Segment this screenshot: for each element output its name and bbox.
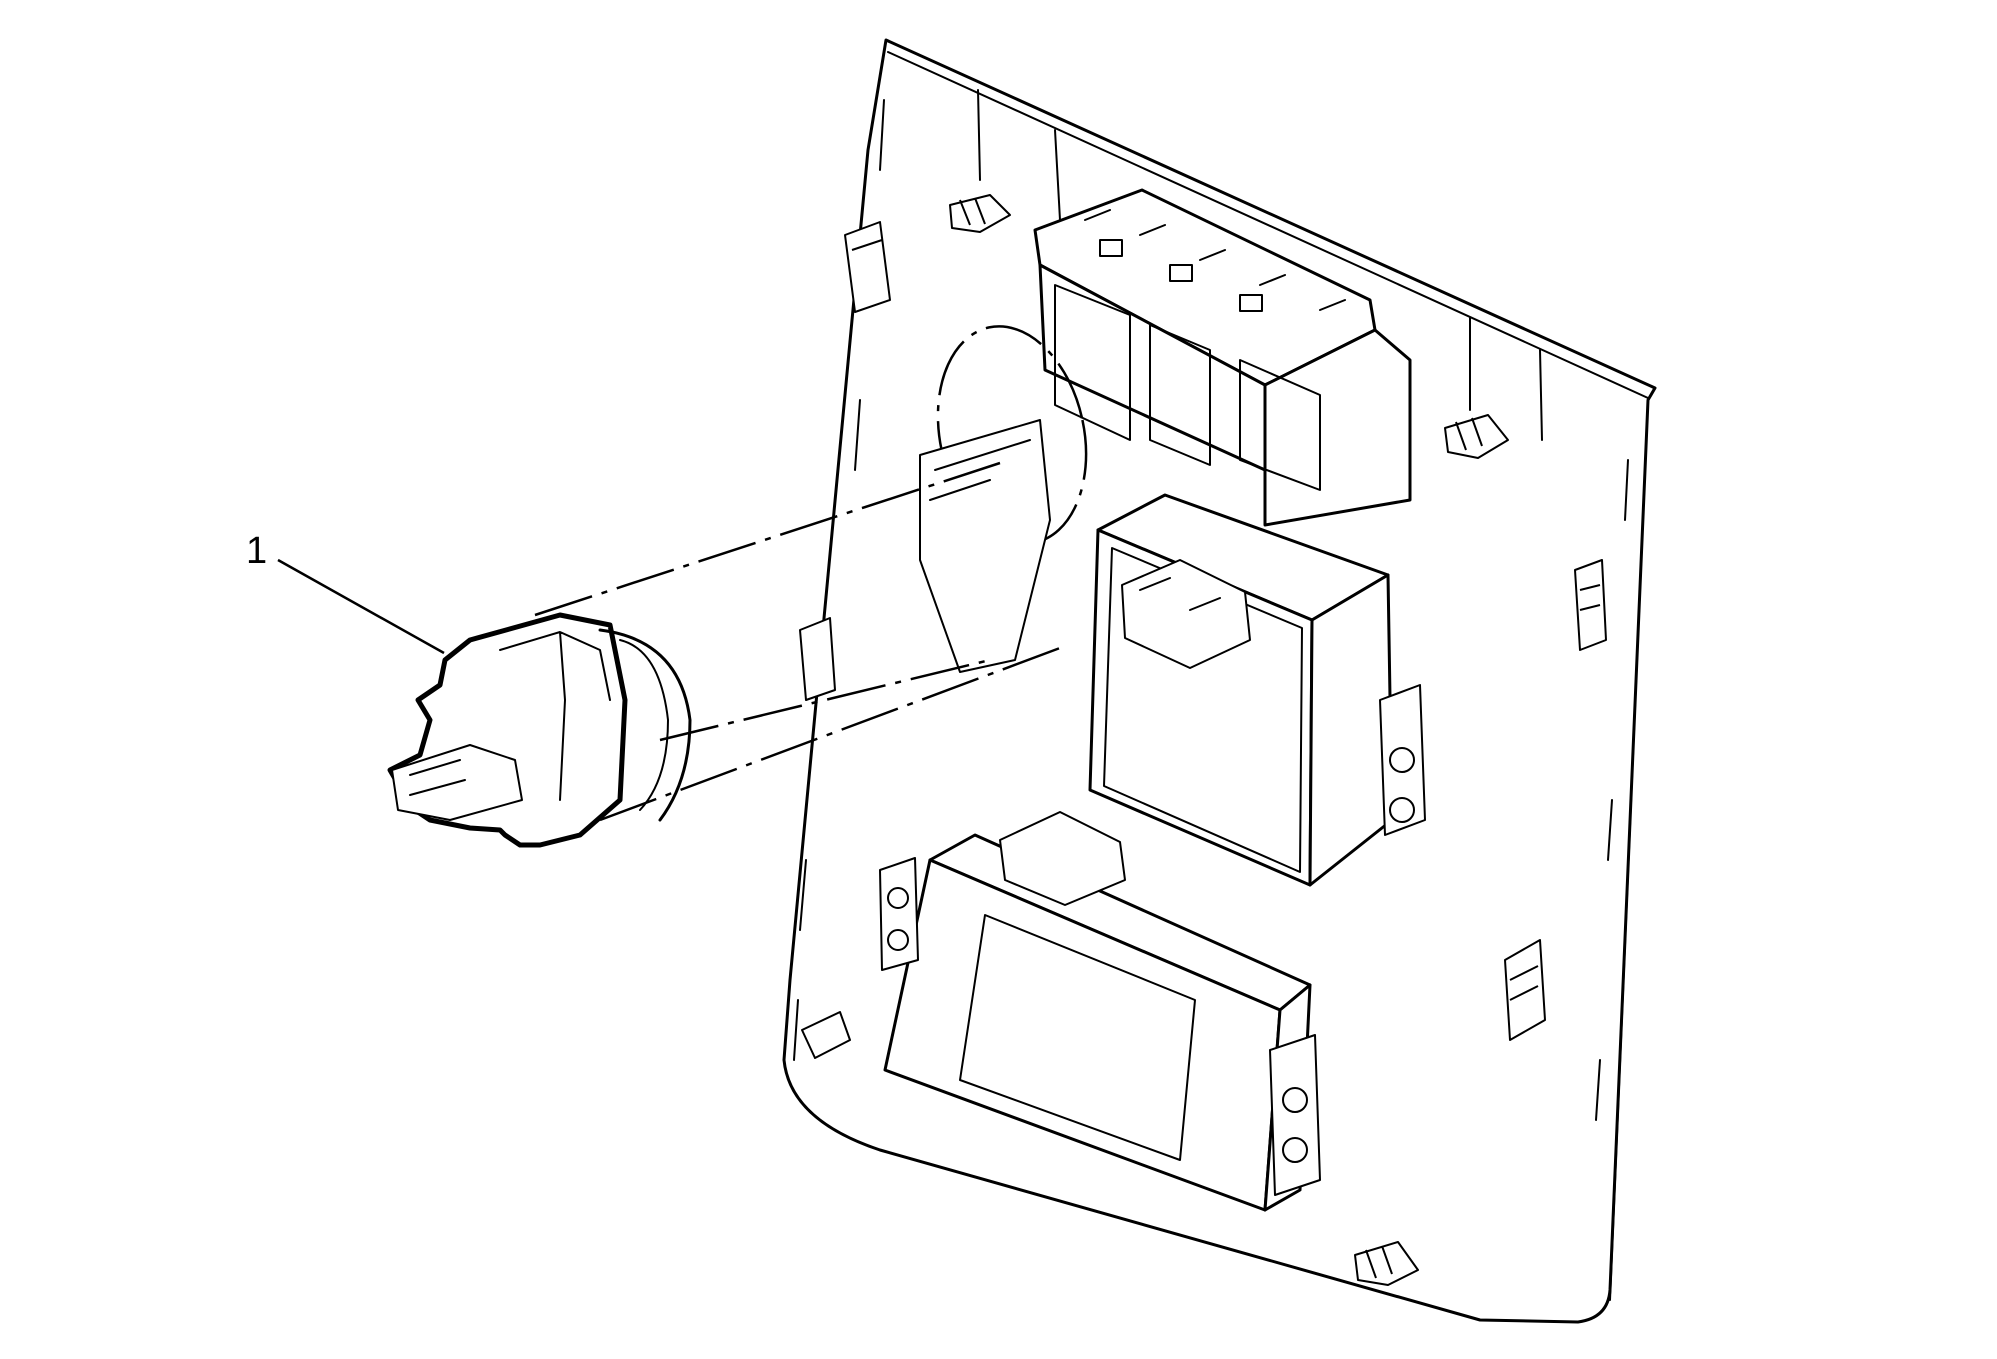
alignment-lines [534,461,1061,822]
mounting-cylinder [919,325,1088,673]
center-control-module [1088,493,1426,887]
switch-assembly [1033,188,1412,527]
callout-leader-line [277,558,445,655]
callout-1: 1 [246,530,445,655]
part-1-switch-knob [387,612,692,848]
callout-label-1: 1 [246,530,267,572]
lower-display-module [879,811,1321,1212]
panel-clips [799,194,1607,1286]
